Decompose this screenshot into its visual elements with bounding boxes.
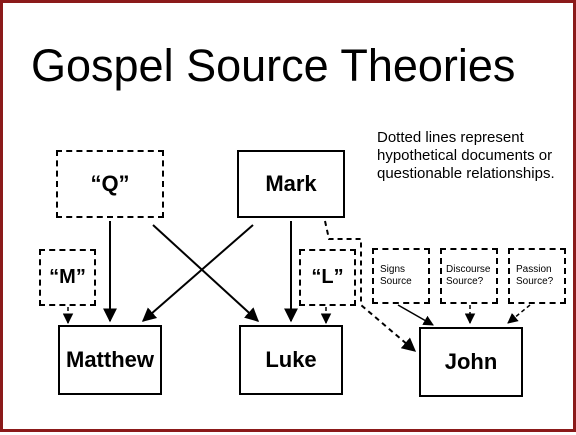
signs-source-box: Signs Source <box>372 248 430 304</box>
passion-source-box: Passion Source? <box>508 248 566 304</box>
mark-box: Mark <box>237 150 345 218</box>
l-source-box: “L” <box>299 249 356 306</box>
q-source-box: “Q” <box>56 150 164 218</box>
arrow-mark-to-matthew <box>141 224 254 322</box>
legend-note: Dotted lines represent hypothetical docu… <box>377 129 555 182</box>
arrow-mark-to-john <box>324 220 417 352</box>
slide-title: Gospel Source Theories <box>31 40 516 91</box>
arrow-q-to-luke <box>152 224 260 322</box>
m-source-box: “M” <box>39 249 96 306</box>
discourse-source-box: Discourse Source? <box>440 248 498 304</box>
john-box: John <box>419 327 523 397</box>
matthew-box: Matthew <box>58 325 162 395</box>
arrow-signs-to-john <box>397 304 434 326</box>
luke-box: Luke <box>239 325 343 395</box>
arrow-passion-to-john <box>507 304 531 324</box>
relationship-arrows <box>62 220 531 352</box>
